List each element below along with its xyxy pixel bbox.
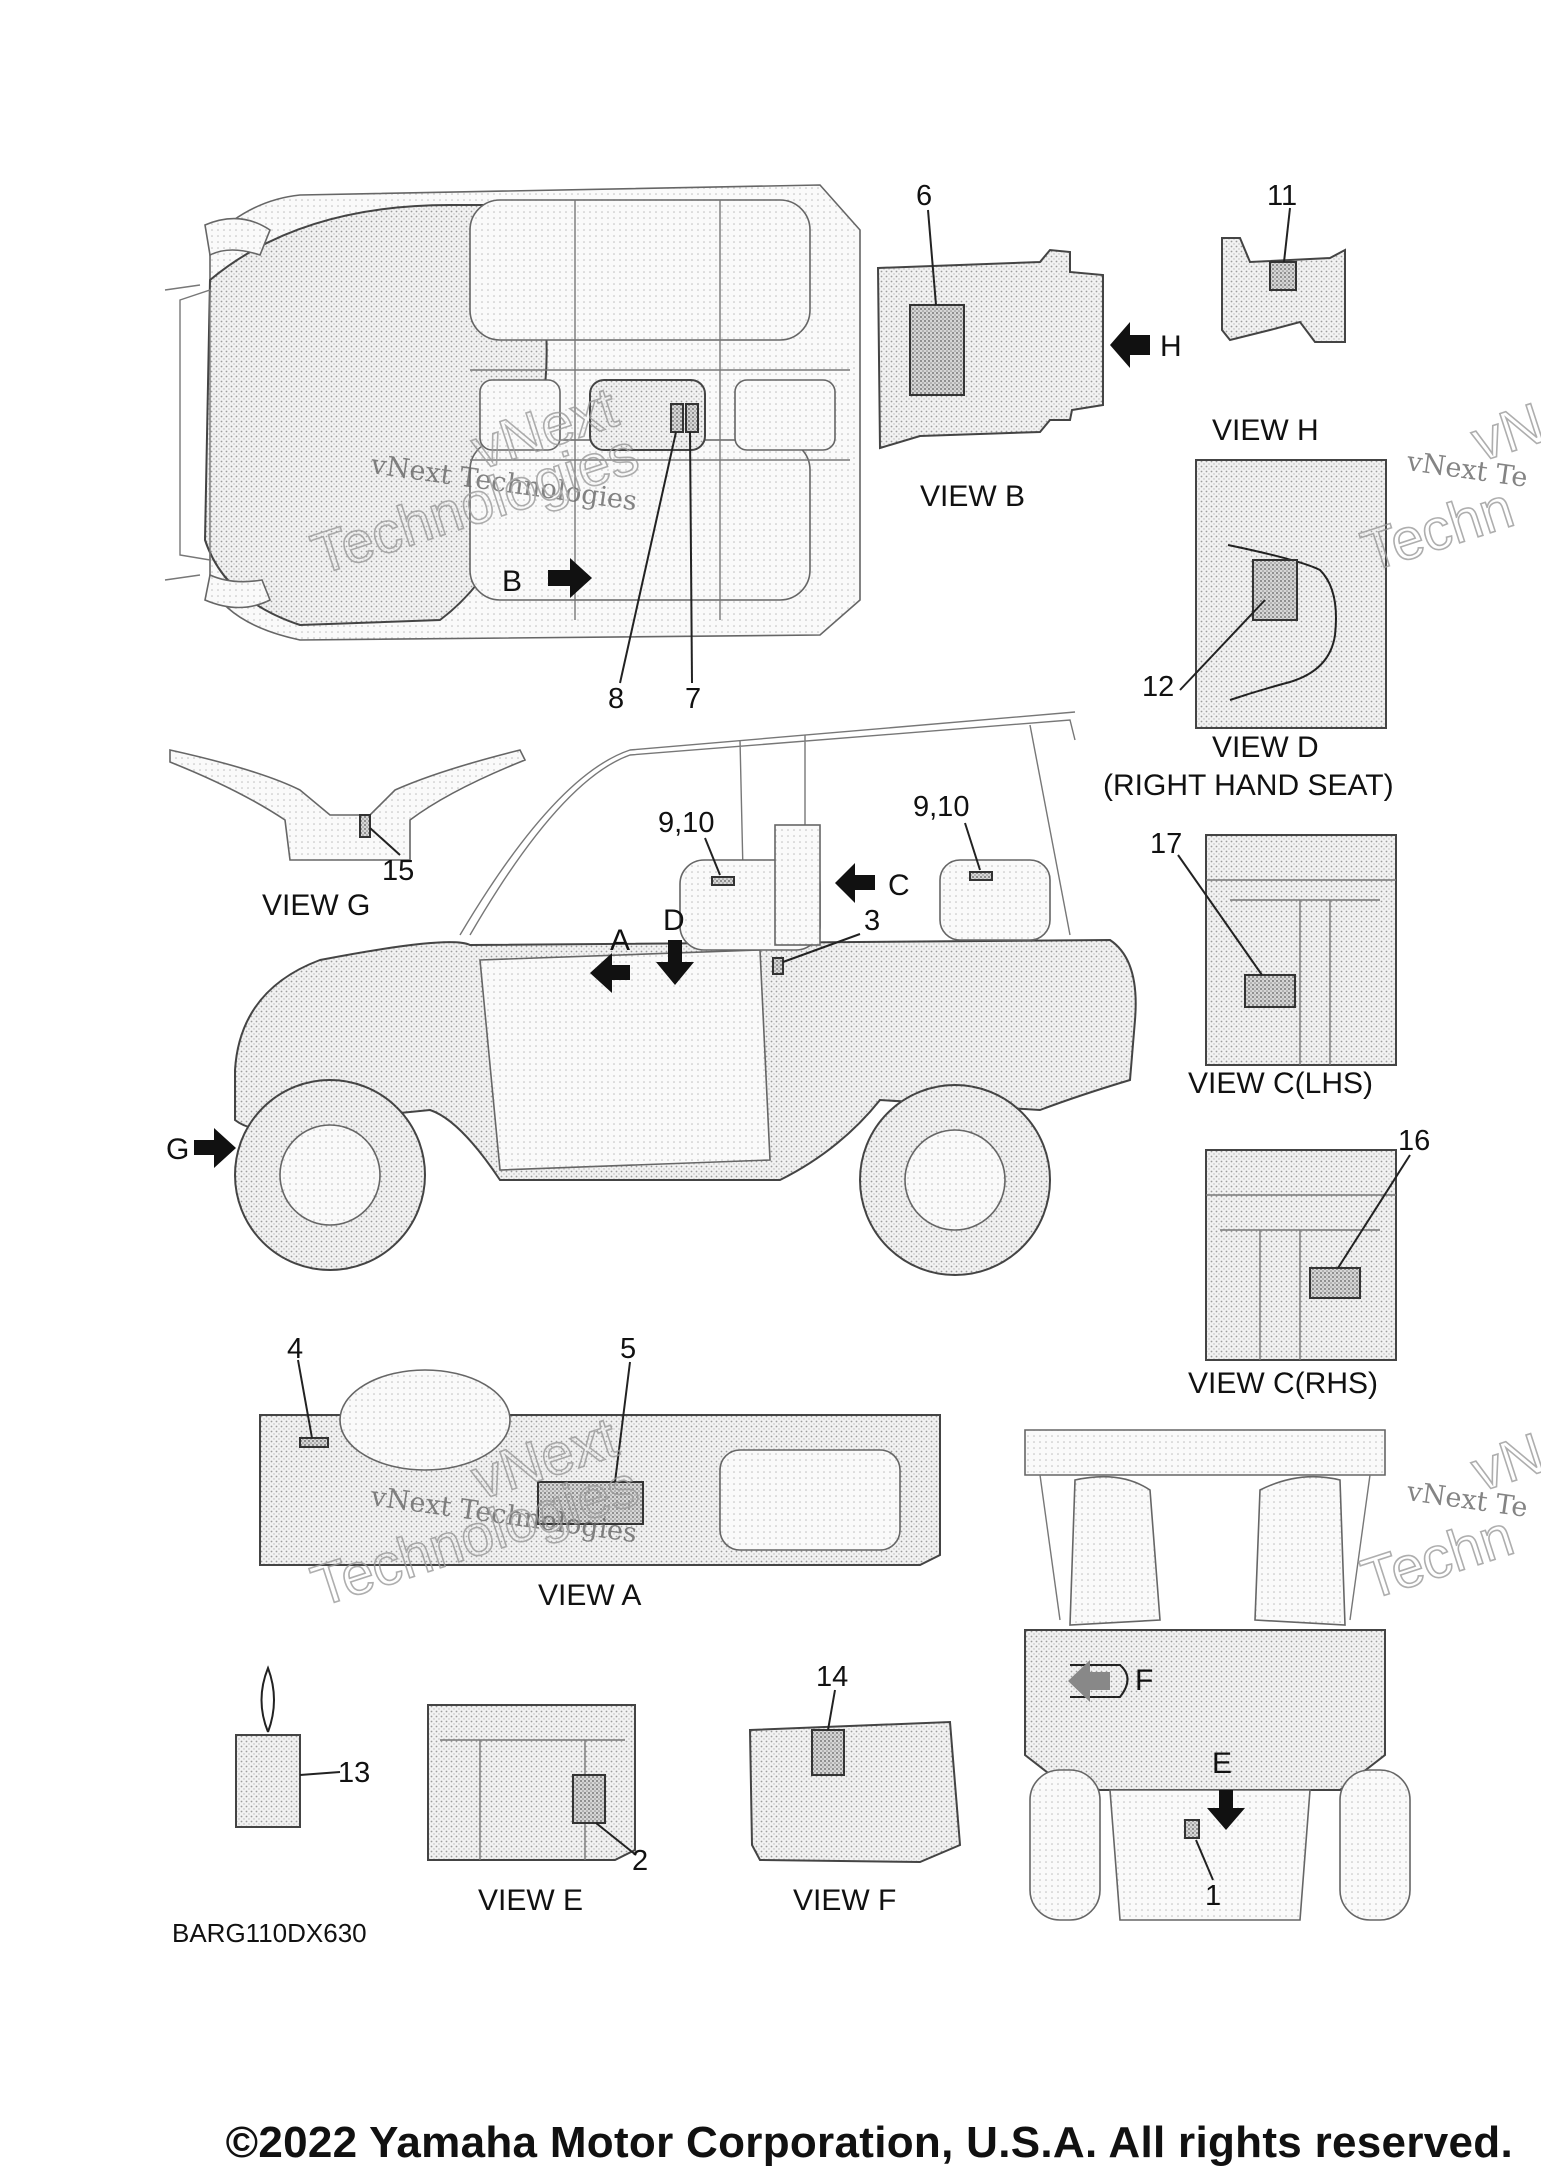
svg-text:1: 1: [1205, 1880, 1221, 1912]
view-h-detail: 11 VIEW H: [1212, 180, 1346, 447]
callout-9-10-rear: 9,10: [913, 791, 981, 871]
view-f-label: VIEW F: [793, 1884, 896, 1917]
view-b-label: VIEW B: [920, 480, 1025, 513]
arrow-a: A: [590, 924, 630, 993]
view-d-detail: 12 VIEW D (RIGHT HAND SEAT): [1103, 459, 1394, 802]
view-a-label: VIEW A: [538, 1579, 641, 1612]
part-code: BARG110DX630: [172, 1918, 367, 1948]
view-c-rhs-label: VIEW C(RHS): [1188, 1367, 1378, 1400]
arrow-c: C: [835, 863, 910, 903]
callout-7: 7: [685, 431, 701, 715]
svg-text:Techn: Techn: [1354, 1503, 1521, 1613]
copyright-text: ©2022 Yamaha Motor Corporation, U.S.A. A…: [225, 2118, 1513, 2167]
svg-text:3: 3: [864, 905, 880, 937]
svg-text:13: 13: [338, 1757, 370, 1789]
rear-view-vehicle: F E 1: [1024, 1429, 1411, 1921]
arrow-g: G: [166, 1128, 236, 1168]
arrow-b-letter: B: [502, 565, 522, 598]
view-g-label: VIEW G: [262, 889, 370, 922]
svg-text:12: 12: [1142, 671, 1174, 703]
svg-text:7: 7: [685, 683, 701, 715]
arrow-g-letter: G: [166, 1133, 189, 1166]
view-e-label: VIEW E: [478, 1884, 583, 1917]
svg-text:2: 2: [632, 1845, 648, 1877]
arrow-a-letter: A: [610, 924, 630, 957]
view-c-lhs-label: VIEW C(LHS): [1188, 1067, 1373, 1100]
view-d-sublabel: (RIGHT HAND SEAT): [1103, 769, 1394, 802]
view-f-detail: 14 VIEW F: [748, 1661, 962, 1917]
svg-text:5: 5: [620, 1333, 636, 1365]
view-b-detail: H 6 VIEW B: [876, 180, 1182, 513]
arrow-f-letter: F: [1135, 1664, 1153, 1697]
arrow-c-letter: C: [888, 869, 910, 902]
view-a-detail: 4 5 VIEW A: [259, 1333, 941, 1612]
view-c-rhs-detail: 16 VIEW C(RHS): [1188, 1125, 1430, 1400]
view-e-detail: 2 VIEW E: [427, 1704, 648, 1917]
svg-text:8: 8: [608, 683, 624, 715]
svg-text:9,10: 9,10: [913, 791, 969, 823]
arrow-e-letter: E: [1212, 1747, 1232, 1780]
view-g-detail: 15 VIEW G: [169, 749, 527, 922]
svg-text:4: 4: [287, 1333, 303, 1365]
hang-tag-13: 13: [235, 1665, 370, 1828]
svg-text:15: 15: [382, 855, 414, 887]
arrow-b: B: [502, 558, 592, 598]
view-h-label: VIEW H: [1212, 414, 1319, 447]
svg-text:6: 6: [916, 180, 932, 212]
arrow-h-letter: H: [1160, 330, 1182, 363]
svg-text:9,10: 9,10: [658, 807, 714, 839]
view-d-label: VIEW D: [1212, 731, 1319, 764]
callout-9-10-front: 9,10: [658, 807, 721, 876]
svg-text:17: 17: [1150, 828, 1182, 860]
callout-3: 3: [782, 905, 880, 963]
arrow-d: D: [656, 904, 694, 985]
copyright-footer: ©2022 Yamaha Motor Corporation, U.S.A. A…: [0, 2118, 1541, 2168]
svg-text:11: 11: [1267, 180, 1297, 212]
arrow-d-letter: D: [663, 904, 685, 937]
top-view-vehicle: [164, 184, 861, 641]
svg-text:16: 16: [1398, 1125, 1430, 1157]
view-c-lhs-detail: 17 VIEW C(LHS): [1150, 828, 1397, 1100]
side-view-vehicle: [234, 711, 1137, 1276]
svg-text:14: 14: [816, 1661, 848, 1693]
callout-8: 8: [608, 431, 677, 715]
